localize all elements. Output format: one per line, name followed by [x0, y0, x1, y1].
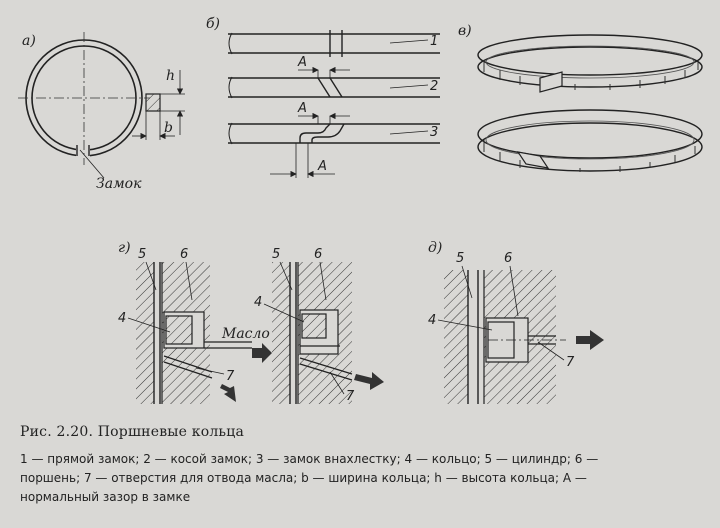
- section-g-right: [272, 262, 353, 404]
- g-right-num-6: 6: [314, 247, 322, 262]
- gap-A-label-2: A: [297, 55, 307, 70]
- overlap-lock: A A 3: [228, 101, 440, 178]
- oil-arrow-right: [252, 343, 272, 363]
- ring-section: [145, 93, 161, 112]
- section-d: [444, 270, 566, 404]
- lock-type-1-number: 1: [430, 34, 438, 49]
- oblique-lock: A 2: [228, 55, 440, 99]
- panel-g-label: г): [118, 240, 131, 256]
- gap-A-label-3a: A: [297, 101, 307, 116]
- panel-v-label: в): [458, 23, 472, 39]
- ring-inner: [31, 45, 137, 151]
- g-right-num-5: 5: [272, 247, 280, 262]
- panel-b: б) 1 A 2: [206, 16, 440, 178]
- b-label: b: [164, 120, 173, 136]
- g-left-num-4: 4: [118, 311, 126, 326]
- lock-label: Замок: [96, 176, 142, 192]
- g-right-num-4: 4: [254, 295, 262, 310]
- g-left-num-6: 6: [180, 247, 188, 262]
- panel-a-label: а): [22, 33, 36, 49]
- panel-d: д) 5 6 4 7: [428, 240, 604, 404]
- panel-v: в): [458, 23, 703, 172]
- legend-line-2: поршень; 7 — отверстия для отвода масла;…: [20, 471, 587, 485]
- ring-3d-top: [477, 34, 703, 93]
- d-num-7: 7: [566, 355, 575, 370]
- panel-g: г) Масло 5 6 4 7: [118, 240, 384, 404]
- d-num-5: 5: [456, 251, 464, 266]
- oil-arrow-right-3: [576, 330, 604, 350]
- oil-label: Масло: [221, 326, 270, 342]
- ring-3d-bottom: [477, 109, 703, 172]
- legend-line-1: 1 — прямой замок; 2 — косой замок; 3 — з…: [20, 452, 599, 466]
- panel-a: а) h b Замок: [18, 32, 185, 192]
- d-num-4: 4: [428, 313, 436, 328]
- oil-arrow-down: [220, 384, 236, 402]
- figure-caption: Рис. 2.20. Поршневые кольца 1 — прямой з…: [20, 424, 710, 507]
- legend-line-3: нормальный зазор в замке: [20, 490, 191, 504]
- d-num-6: 6: [504, 251, 512, 266]
- oil-arrow-right-2: [354, 372, 384, 390]
- lock-type-3-number: 3: [430, 125, 438, 140]
- caption-title: Рис. 2.20. Поршневые кольца: [20, 424, 244, 440]
- g-right-num-7: 7: [346, 389, 355, 404]
- panel-d-label: д): [428, 240, 442, 256]
- straight-lock: 1: [228, 30, 440, 57]
- section-g-left: [136, 262, 252, 404]
- gap-A-label-3b: A: [317, 159, 327, 174]
- g-left-num-7: 7: [226, 369, 235, 384]
- g-left-num-5: 5: [138, 247, 146, 262]
- lock-type-2-number: 2: [430, 79, 438, 94]
- h-label: h: [166, 68, 175, 84]
- caption-legend: 1 — прямой замок; 2 — косой замок; 3 — з…: [20, 450, 710, 507]
- panel-b-label: б): [206, 16, 220, 32]
